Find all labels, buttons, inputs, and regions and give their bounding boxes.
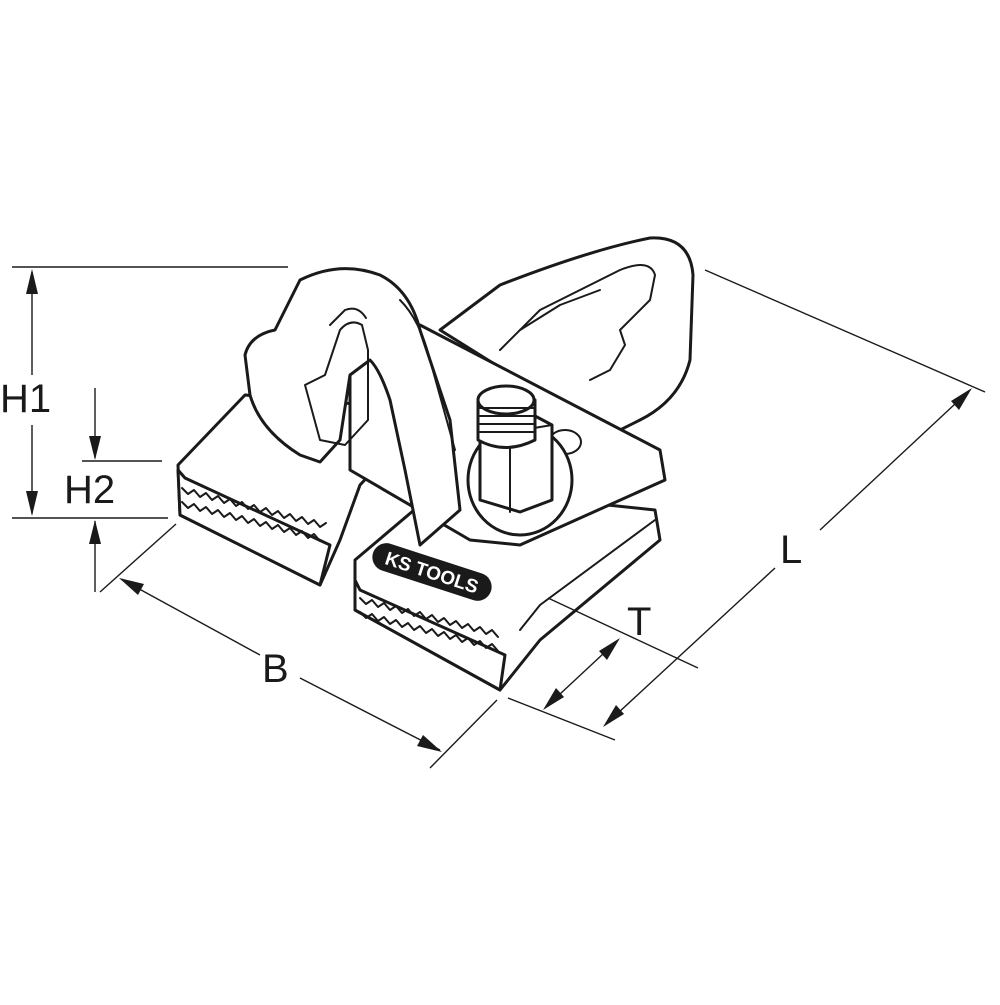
label-h1: H1 [0, 377, 51, 421]
hook-plate [438, 236, 695, 442]
dimension-lines [12, 266, 986, 769]
label-h2: H2 [64, 468, 115, 512]
label-t: T [627, 600, 651, 644]
right-jaw [353, 498, 662, 692]
arch-bracket [243, 267, 462, 547]
bolt-nut [466, 384, 574, 537]
label-b: B [262, 647, 289, 691]
label-l: L [780, 528, 802, 572]
